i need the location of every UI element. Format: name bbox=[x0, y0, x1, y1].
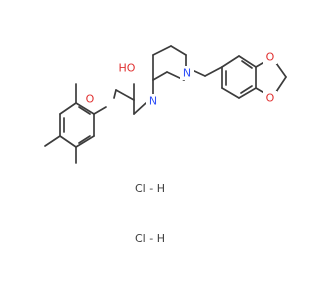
bond bbox=[204, 66, 223, 77]
ether-oxygen-label: O bbox=[86, 93, 95, 106]
bond bbox=[75, 135, 95, 148]
bond bbox=[241, 60, 253, 69]
hydroxyl-label: HO bbox=[119, 62, 136, 75]
bond bbox=[221, 87, 240, 99]
bond bbox=[113, 89, 117, 99]
bond bbox=[75, 102, 95, 115]
molecule-diagram: O HO N N O O Cl - H Cl - H bbox=[44, 45, 287, 245]
bond bbox=[238, 87, 257, 99]
atom-labels: O HO N N O O bbox=[83, 50, 277, 108]
bond bbox=[238, 55, 257, 68]
dioxole-oxygen-1-label: O bbox=[266, 51, 275, 64]
piperazine-nitrogen-2-label: N bbox=[183, 67, 191, 80]
bond bbox=[93, 106, 107, 115]
bond bbox=[133, 102, 147, 115]
piperazine-nitrogen-1-label: N bbox=[149, 95, 157, 108]
bond bbox=[152, 71, 168, 81]
bond-layer bbox=[44, 45, 287, 164]
bond bbox=[275, 76, 287, 93]
bond bbox=[240, 85, 253, 94]
bond bbox=[59, 135, 77, 148]
bond bbox=[78, 135, 91, 144]
bond bbox=[78, 106, 91, 115]
dioxole-oxygen-2-label: O bbox=[266, 92, 275, 105]
bond bbox=[170, 45, 187, 56]
salt-labels: Cl - H Cl - H bbox=[135, 182, 165, 245]
bond bbox=[221, 55, 240, 68]
bond bbox=[115, 89, 135, 101]
bond bbox=[191, 69, 206, 77]
bond bbox=[275, 62, 287, 78]
bond bbox=[59, 102, 77, 115]
bond bbox=[152, 45, 172, 56]
bond bbox=[44, 135, 61, 147]
hydrochloride-label-2: Cl - H bbox=[135, 232, 165, 245]
hydrochloride-label-1: Cl - H bbox=[135, 182, 165, 195]
